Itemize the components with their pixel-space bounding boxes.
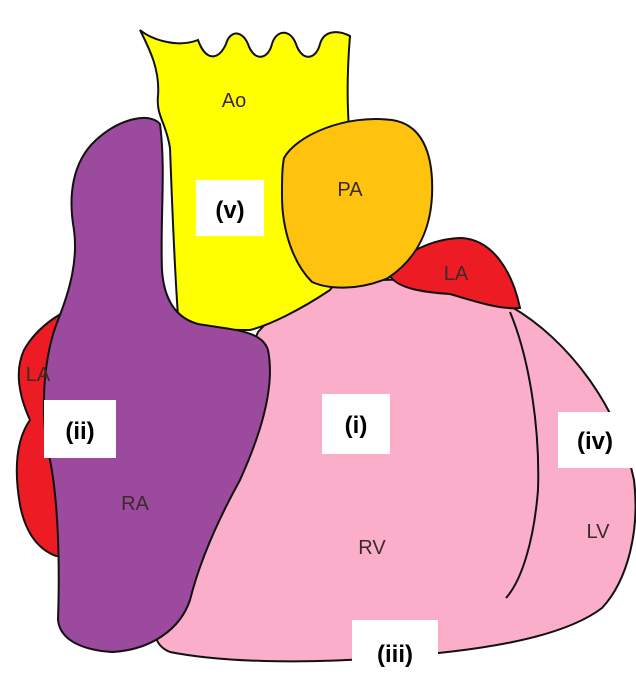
right-atrium-label: RA [121,493,149,515]
tag-v: (v) [196,180,264,236]
aorta-label: Ao [222,90,246,112]
tag-i-text: (i) [345,412,368,439]
tag-iv-text: (iv) [577,428,613,455]
left-ventricle-label: LV [587,521,611,543]
tag-v-text: (v) [215,197,244,224]
tag-ii: (ii) [44,400,116,458]
tag-iv: (iv) [558,412,632,468]
tag-iii: (iii) [352,620,438,672]
right-ventricle-label: RV [358,537,386,559]
tag-iii-text: (iii) [377,641,413,668]
left-atrium-top-label: LA [444,263,469,285]
left-atrium-side-label: LA [26,364,51,386]
tag-i: (i) [322,394,390,454]
tag-ii-text: (ii) [65,418,94,445]
pulmonary-artery-label: PA [337,179,363,201]
